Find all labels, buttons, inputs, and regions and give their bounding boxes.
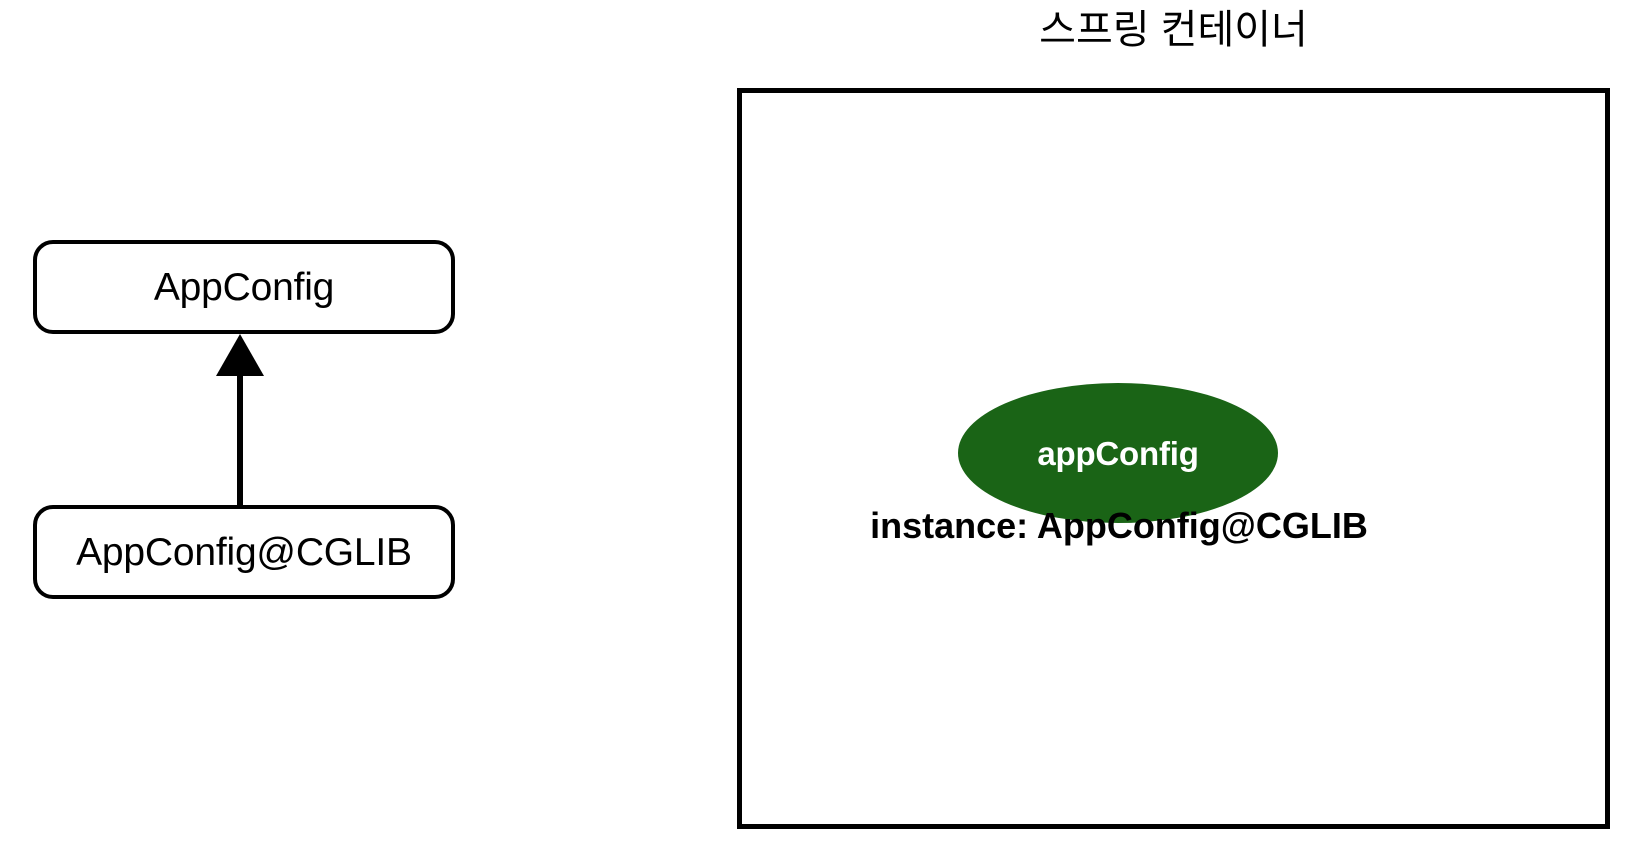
bean-node-appconfig[interactable]: appConfig [958,383,1278,523]
bean-instance-label: instance: AppConfig@CGLIB [870,505,1368,546]
inheritance-arrow-up-icon [216,334,264,508]
spring-container-title: 스프링 컨테이너 [1039,8,1308,52]
class-box-appconfig-cglib[interactable]: AppConfig@CGLIB [33,505,455,599]
class-box-appconfig[interactable]: AppConfig [33,240,455,334]
bean-node-label: appConfig [1037,434,1199,472]
class-box-appconfig-label: AppConfig [153,265,335,309]
class-box-appconfig-cglib-label: AppConfig@CGLIB [76,530,412,574]
